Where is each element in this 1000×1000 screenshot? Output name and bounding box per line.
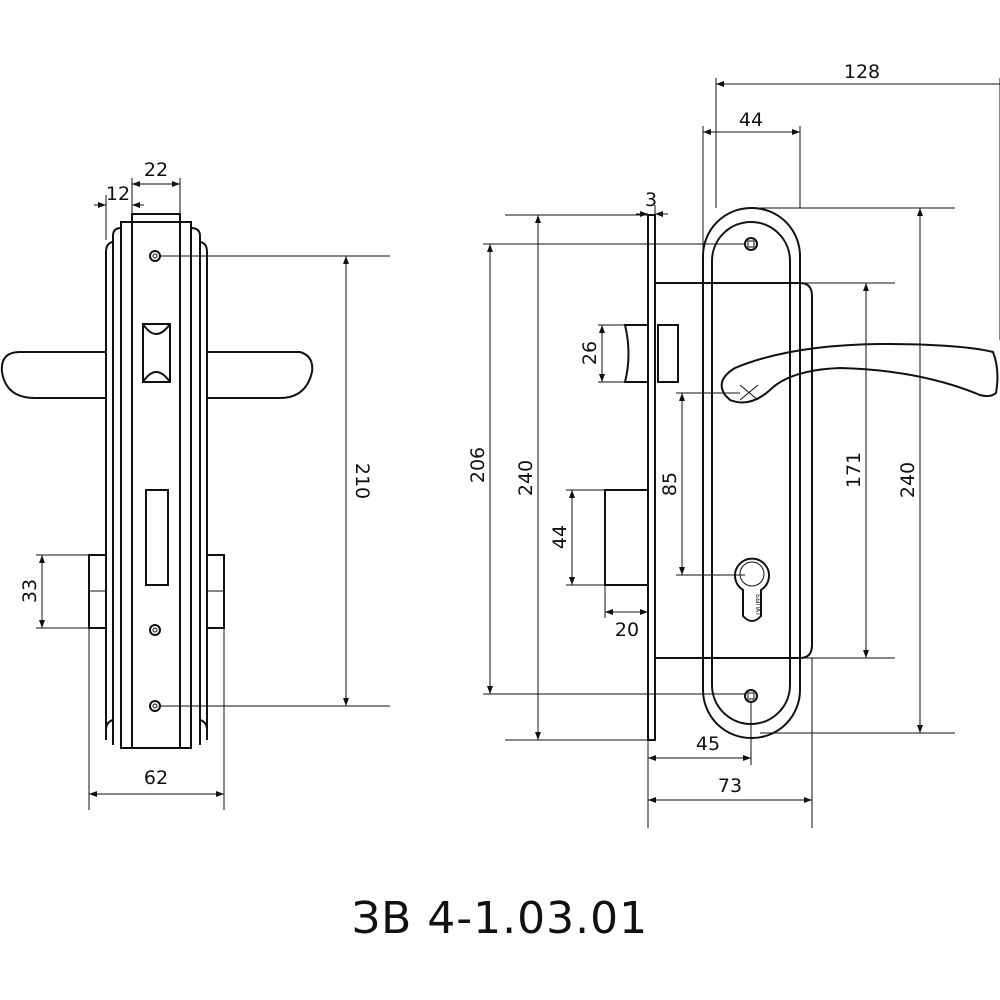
screw-icon [149,250,161,262]
screw-icon [744,689,758,703]
lock-body [655,282,813,659]
dim-33: 33 [19,579,41,603]
dim-171: 171 [843,452,865,488]
lever-handle [720,342,999,404]
front-view: БЫПАТ 128 44 3 26 206 240 85 44 20 171 2… [467,61,1000,828]
bolt [604,489,649,586]
dim-85: 85 [659,472,681,496]
cylinder-label: БЫПАТ [754,594,761,616]
side-view: 12 22 210 33 62 [0,159,390,810]
dim-22: 22 [144,159,168,181]
dim-12: 12 [106,183,130,205]
screw-icon [744,237,758,251]
dim-44: 44 [549,525,571,549]
dim-206: 206 [467,447,489,483]
faceplate [131,213,181,749]
right-handle [207,351,314,399]
dim-20: 20 [615,619,639,641]
latch [142,323,171,383]
dim-73: 73 [718,775,742,797]
dim-240-right: 240 [897,462,919,498]
dim-128: 128 [844,61,880,83]
model-title: ЗВ 4-1.03.01 [351,893,649,944]
cylinder-icon: БЫПАТ [734,557,770,622]
dim-26: 26 [579,341,601,365]
left-handle [0,351,106,399]
dim-240-left: 240 [515,460,537,496]
dim-44-top: 44 [739,109,763,131]
bolt-window [145,489,169,586]
dim-62: 62 [144,767,168,789]
dim-3: 3 [645,189,657,211]
screw-icon [149,624,161,636]
dim-210: 210 [351,463,373,499]
latch [623,324,679,383]
faceplate [647,214,656,741]
screw-icon [149,700,161,712]
dim-45: 45 [696,733,720,755]
